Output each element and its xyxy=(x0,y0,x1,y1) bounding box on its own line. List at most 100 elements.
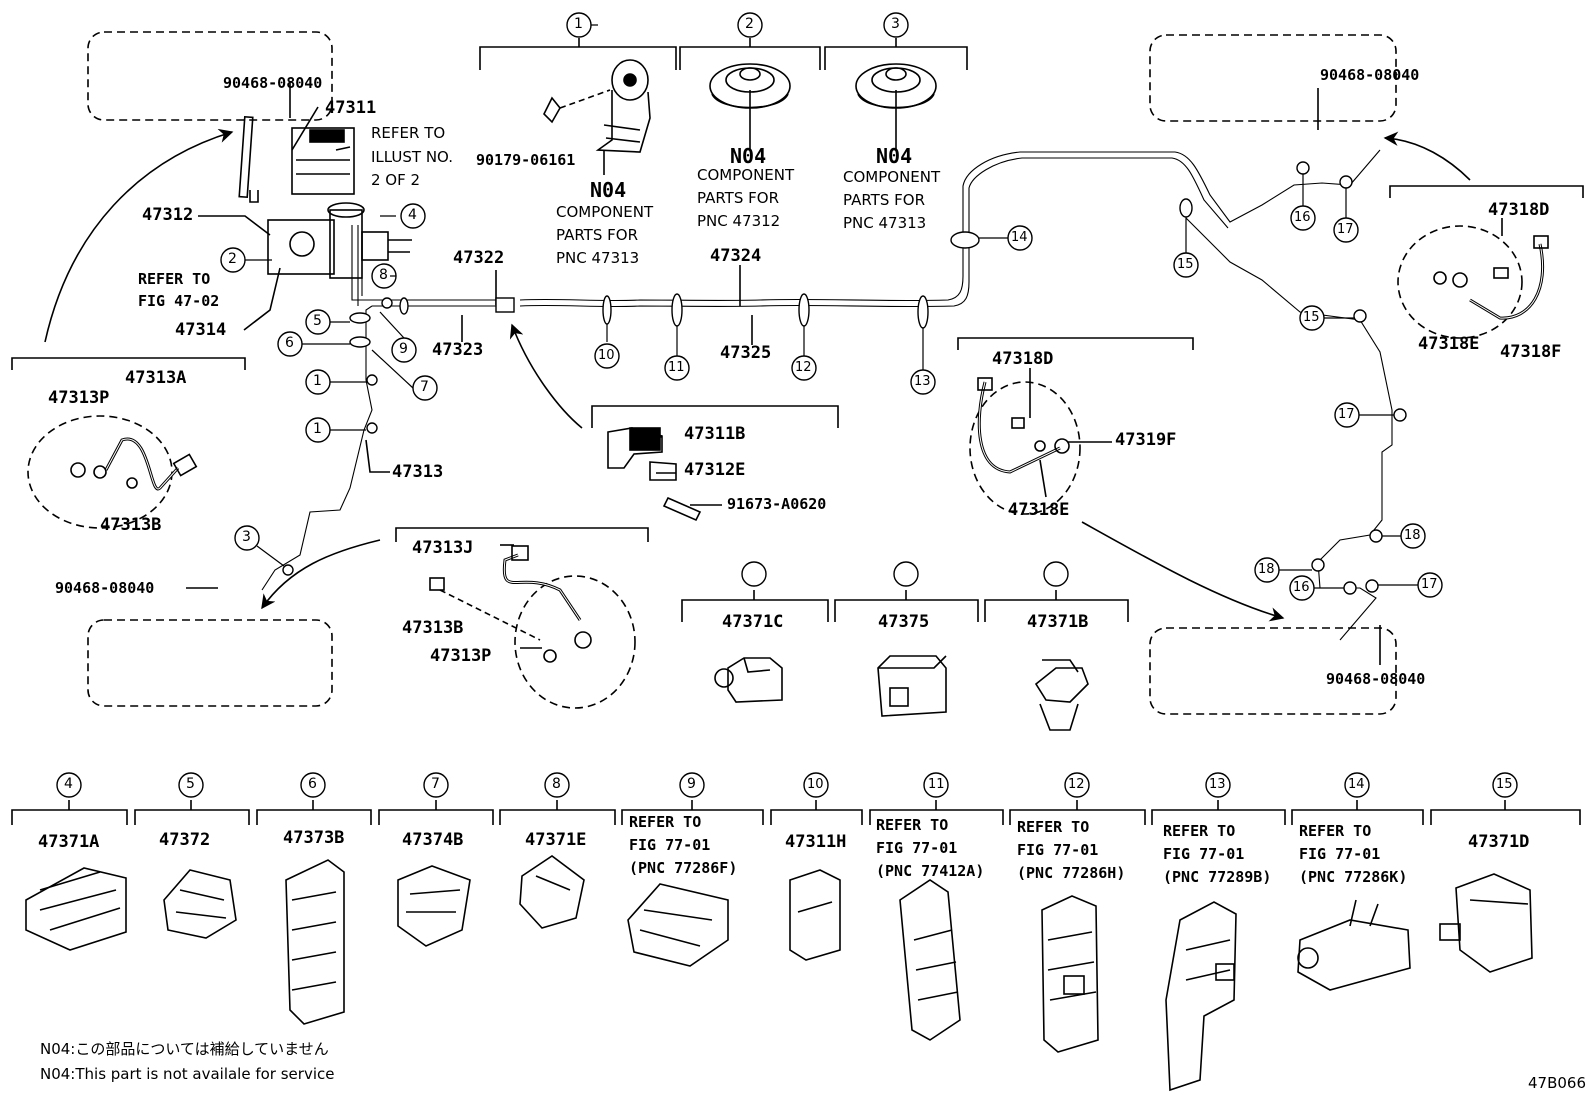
label-47313P-center: 47313P xyxy=(430,646,492,666)
top-box-3-desc-3: PNC 47313 xyxy=(843,214,927,232)
part-drawing-fig77-01-c xyxy=(1041,895,1099,1053)
mid-box-16-part: 47371C xyxy=(722,612,784,632)
part-drawing-3 xyxy=(855,63,937,109)
bottom-box-9-ref-2: FIG 77-01 xyxy=(629,836,711,854)
part-drawing-fig77-01-b xyxy=(899,879,961,1041)
bottom-box-15-part: 47371D xyxy=(1468,832,1530,852)
bottom-callout-8: 8 xyxy=(552,776,561,792)
body-outline-top-right xyxy=(1149,34,1397,122)
bottom-box-12-ref-1: REFER TO xyxy=(1017,818,1090,836)
body-outline-bottom-right xyxy=(1149,627,1397,715)
bottom-callout-4: 4 xyxy=(64,776,73,792)
label-47313B-left: 47313B xyxy=(100,515,162,535)
part-drawing-47371C xyxy=(714,657,783,703)
bottom-callout-11: 11 xyxy=(928,777,945,792)
label-47319F: 47319F xyxy=(1115,430,1177,450)
mid-box-17-part: 47375 xyxy=(878,612,930,632)
arrow-to-junction xyxy=(509,323,583,429)
bracket-top-3 xyxy=(824,46,968,70)
label-90468-br: 90468-08040 xyxy=(1326,670,1426,688)
label-refer-illust-2: ILLUST NO. xyxy=(371,148,454,166)
bottom-box-11-ref-1: REFER TO xyxy=(876,816,949,834)
label-47318E-mid: 47318E xyxy=(1008,500,1070,520)
label-47322: 47322 xyxy=(453,248,505,268)
part-drawing-fig77-01-d xyxy=(1165,901,1237,1092)
bottom-callout-7: 7 xyxy=(431,776,440,792)
part-drawing-fig77-01-e xyxy=(1297,899,1411,991)
bottom-callout-13: 13 xyxy=(1209,777,1226,792)
label-47313B-center: 47313B xyxy=(402,618,464,638)
bottom-box-13-ref-3: (PNC 77289B) xyxy=(1163,868,1272,886)
label-47318F: 47318F xyxy=(1500,342,1562,362)
bottom-box-9-ref-1: REFER TO xyxy=(629,813,702,831)
top-box-3-desc-2: PARTS FOR xyxy=(843,191,925,209)
bottom-callout-12: 12 xyxy=(1068,777,1085,792)
bracket-16 xyxy=(681,599,829,622)
label-47312E: 47312E xyxy=(684,460,746,480)
bottom-box-10-part: 47311H xyxy=(785,832,847,852)
part-drawing-47371A xyxy=(25,867,127,951)
part-drawing-47311H xyxy=(789,869,841,961)
label-47313: 47313 xyxy=(392,462,444,482)
label-91673: 91673-A0620 xyxy=(727,495,827,513)
top-box-2-desc-2: PARTS FOR xyxy=(697,189,779,207)
bottom-box-7-part: 47374B xyxy=(402,830,464,850)
bracket-top-1 xyxy=(479,46,677,70)
brake-line-rear xyxy=(1185,217,1393,641)
arrow-to-top-left xyxy=(44,128,234,343)
bottom-callout-6: 6 xyxy=(308,776,317,792)
detail-circle-47318D-right xyxy=(1397,225,1523,339)
bottom-box-11-ref-2: FIG 77-01 xyxy=(876,839,958,857)
brake-line-main xyxy=(372,149,1381,308)
top-box-3-code: N04 xyxy=(876,144,913,168)
part-drawing-47374B xyxy=(397,865,471,947)
label-47313P-left: 47313P xyxy=(48,388,110,408)
mid-box-18-part: 47371B xyxy=(1027,612,1089,632)
note-english: N04:This part is not availale for servic… xyxy=(40,1065,335,1083)
arrow-to-bottom-right xyxy=(1081,521,1285,622)
label-47325: 47325 xyxy=(720,343,772,363)
label-47318D-mid: 47318D xyxy=(992,349,1054,369)
bottom-callout-14: 14 xyxy=(1348,777,1365,792)
label-47312: 47312 xyxy=(142,205,194,225)
bottom-callout-10: 10 xyxy=(807,777,824,792)
bottom-callout-5: 5 xyxy=(186,776,195,792)
top-box-2-code: N04 xyxy=(730,144,767,168)
label-47311B: 47311B xyxy=(684,424,746,444)
bracket-47318D-mid xyxy=(957,337,1194,350)
body-outline-bottom-left xyxy=(87,619,333,707)
bottom-box-13-ref-2: FIG 77-01 xyxy=(1163,845,1245,863)
bottom-box-5-part: 47372 xyxy=(159,830,211,850)
arrow-to-bottom-left xyxy=(261,539,381,610)
top-box-1-desc-3: PNC 47313 xyxy=(556,249,640,267)
part-drawing-47371B xyxy=(1034,659,1089,731)
bottom-box-14-ref-3: (PNC 77286K) xyxy=(1299,868,1408,886)
bottom-box-12-ref-2: FIG 77-01 xyxy=(1017,841,1099,859)
bracket-left-47313A xyxy=(11,357,246,370)
bottom-callout-9: 9 xyxy=(687,776,696,792)
master-cylinder xyxy=(238,115,412,279)
part-drawing-47372 xyxy=(163,869,237,939)
part-drawing-47373B xyxy=(285,859,345,1025)
bottom-box-6-part: 47373B xyxy=(283,828,345,848)
brake-line-47313 xyxy=(261,305,373,591)
part-drawing-47311B xyxy=(607,427,702,522)
top-box-2-desc-3: PNC 47312 xyxy=(697,212,781,230)
part-drawing-1 xyxy=(543,59,651,153)
top-box-3-desc-1: COMPONENT xyxy=(843,168,941,186)
part-drawing-47375 xyxy=(877,655,947,717)
label-47324: 47324 xyxy=(710,246,762,266)
label-47313J: 47313J xyxy=(412,538,474,558)
label-90468-tr: 90468-08040 xyxy=(1320,66,1420,84)
body-outline-top-left xyxy=(87,31,333,121)
label-47313A: 47313A xyxy=(125,368,187,388)
bottom-box-13-ref-1: REFER TO xyxy=(1163,822,1236,840)
part-drawing-2 xyxy=(709,63,791,109)
label-47311: 47311 xyxy=(325,98,377,118)
bottom-box-4-part: 47371A xyxy=(38,832,100,852)
detail-circle-47313A xyxy=(27,415,173,529)
label-47314: 47314 xyxy=(175,320,227,340)
drawing-id: 47B066 xyxy=(1528,1074,1587,1092)
